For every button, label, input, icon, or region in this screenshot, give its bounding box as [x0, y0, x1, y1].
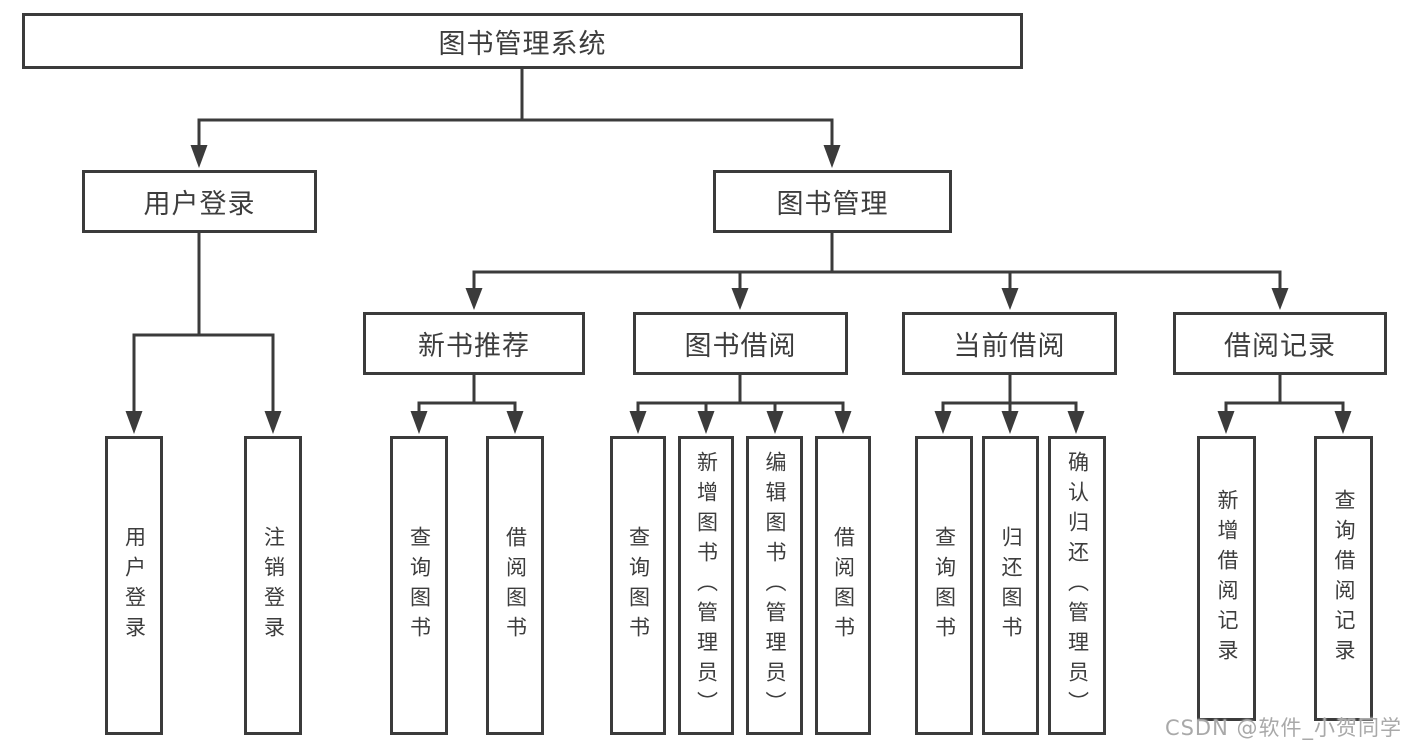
arrow-down-icon: [410, 411, 428, 434]
arrow-down-icon: [125, 411, 143, 434]
node-label: 编辑图书（管理员）: [763, 450, 787, 721]
leaf-borrow-books-recommend: 借阅图书: [486, 436, 544, 735]
leaf-search-books-borrowing: 查询图书: [610, 436, 666, 735]
arrow-down-icon: [731, 288, 749, 310]
leaf-search-books-current: 查询图书: [915, 436, 973, 735]
node-label: 新书推荐: [418, 331, 530, 362]
leaf-search-borrow-record: 查询借阅记录: [1314, 436, 1373, 721]
node-new-book-recommendation: 新书推荐: [363, 312, 585, 375]
node-library-management-system: 图书管理系统: [22, 13, 1023, 69]
arrow-down-icon: [934, 411, 952, 434]
node-label: 确认归还（管理员）: [1065, 450, 1090, 721]
node-label: 查询图书: [626, 525, 651, 646]
arrow-down-icon: [823, 145, 841, 168]
arrow-down-icon: [834, 411, 852, 434]
node-book-management: 图书管理: [713, 170, 952, 233]
watermark: CSDN @软件_小贺同学: [1164, 716, 1402, 740]
arrow-down-icon: [506, 411, 524, 434]
node-label: 借阅图书: [503, 525, 528, 646]
arrow-down-icon: [1217, 411, 1235, 434]
node-label: 用户登录: [143, 189, 256, 220]
node-label: 归还图书: [999, 525, 1023, 646]
leaf-add-borrow-record: 新增借阅记录: [1197, 436, 1256, 721]
node-borrowing-records: 借阅记录: [1173, 312, 1387, 375]
arrow-down-icon: [264, 411, 282, 434]
node-label: 注销登录: [261, 525, 286, 646]
connector-current-borrowing-to-leaves: [934, 375, 1085, 434]
connector-book-management-to-level3: [465, 233, 1289, 310]
connector-new-book-recommendation-to-leaves: [410, 375, 524, 434]
node-current-borrowing: 当前借阅: [902, 312, 1117, 375]
node-label: 新增借阅记录: [1215, 488, 1239, 669]
leaf-borrow-books: 借阅图书: [815, 436, 871, 735]
connector-book-borrowing-to-leaves: [629, 375, 852, 434]
leaf-edit-books-admin: 编辑图书（管理员）: [746, 436, 803, 735]
arrow-down-icon: [465, 288, 483, 310]
node-label: 查询借阅记录: [1332, 488, 1356, 669]
arrow-down-icon: [766, 411, 784, 434]
node-book-borrowing: 图书借阅: [633, 312, 848, 375]
leaf-logout: 注销登录: [244, 436, 302, 735]
connector-root-to-level2: [190, 69, 841, 168]
leaf-return-books: 归还图书: [982, 436, 1039, 735]
arrow-down-icon: [1067, 411, 1085, 434]
node-label: 图书管理系统: [438, 28, 607, 60]
connector-borrowing-records-to-leaves: [1217, 375, 1352, 434]
arrow-down-icon: [697, 411, 715, 434]
node-label: 图书借阅: [684, 331, 797, 362]
arrow-down-icon: [190, 145, 208, 168]
leaf-search-books-recommend: 查询图书: [390, 436, 448, 735]
node-label: 查询图书: [932, 525, 957, 646]
node-label: 当前借阅: [953, 331, 1066, 362]
leaf-add-books-admin: 新增图书（管理员）: [678, 436, 734, 735]
connector-user-login-to-leaves: [125, 233, 282, 434]
node-label: 图书管理: [776, 189, 889, 220]
arrow-down-icon: [1001, 411, 1019, 434]
node-label: 用户登录: [122, 525, 147, 646]
arrow-down-icon: [1334, 411, 1352, 434]
node-label: 借阅图书: [831, 525, 856, 646]
node-user-login: 用户登录: [82, 170, 317, 233]
arrow-down-icon: [1271, 288, 1289, 310]
arrow-down-icon: [1001, 288, 1019, 310]
node-label: 新增图书（管理员）: [694, 450, 719, 721]
arrow-down-icon: [629, 411, 647, 434]
leaf-user-login: 用户登录: [105, 436, 163, 735]
leaf-confirm-return-admin: 确认归还（管理员）: [1048, 436, 1106, 735]
node-label: 查询图书: [407, 525, 432, 646]
node-label: 借阅记录: [1224, 331, 1336, 362]
